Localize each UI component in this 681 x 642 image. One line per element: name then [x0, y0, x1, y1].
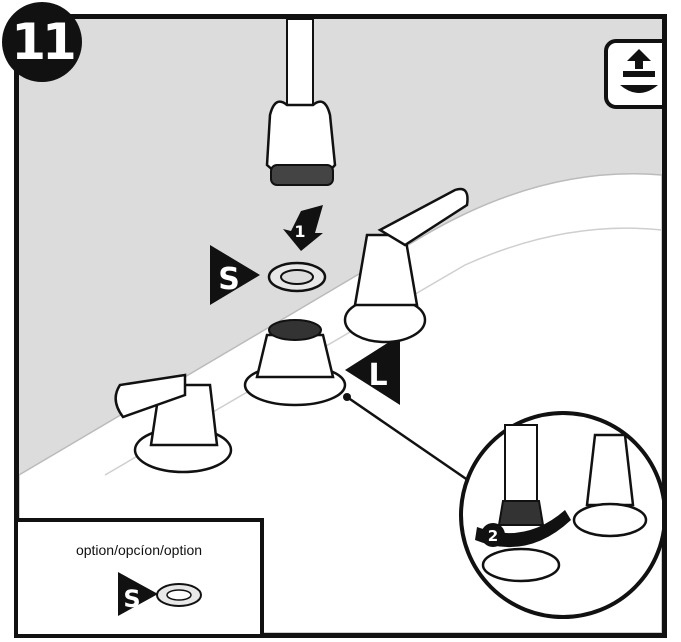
- svg-text:1: 1: [294, 222, 305, 241]
- svg-text:S: S: [123, 585, 140, 613]
- option-inset: option/opcíon/option S: [14, 518, 264, 638]
- svg-text:2: 2: [488, 527, 498, 545]
- seal-small-marker: S: [210, 245, 260, 305]
- option-seal-figure: S: [18, 522, 260, 634]
- arrow-1-icon: 1: [283, 205, 323, 251]
- svg-text:L: L: [368, 358, 387, 393]
- step-number-badge: 11: [2, 2, 82, 82]
- spout-hose: [267, 19, 335, 185]
- install-icon: [606, 41, 662, 107]
- svg-text:S: S: [218, 262, 240, 297]
